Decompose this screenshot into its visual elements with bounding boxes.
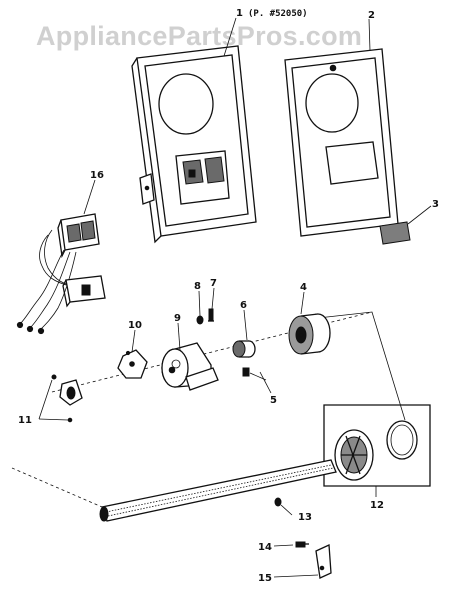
part-5-nut — [242, 367, 267, 381]
part-10-gear-plate — [117, 349, 148, 379]
part-12-drum-assembly — [323, 404, 431, 487]
callout-8: 8 — [194, 281, 201, 292]
drive-belt — [11, 459, 337, 522]
callout-5: 5 — [270, 395, 277, 406]
callout-13: 13 — [298, 512, 312, 523]
callout-12: 12 — [370, 500, 384, 511]
part-3-label — [379, 221, 411, 245]
part-2-face-panel — [284, 48, 399, 237]
callout-15: 15 — [258, 573, 272, 584]
part-6-spacer — [232, 340, 256, 358]
callout-4: 4 — [300, 282, 307, 293]
part-1-control-panel — [131, 45, 257, 244]
shaft-axis — [51, 311, 373, 393]
callout-1: 1 — [236, 8, 243, 19]
callout-2: 2 — [368, 10, 375, 21]
callout-6: 6 — [240, 300, 247, 311]
part-4-knob — [288, 313, 331, 355]
axis-bracket — [317, 311, 406, 421]
part-13-screw — [274, 497, 282, 507]
callout-11: 11 — [18, 415, 32, 426]
callout-10: 10 — [128, 320, 142, 331]
part-8-washer — [196, 315, 204, 325]
leader-lines — [38, 17, 432, 578]
callout-14: 14 — [258, 542, 272, 553]
callout-7: 7 — [210, 278, 217, 289]
reference-note: (P. #52050) — [248, 9, 308, 19]
callout-3: 3 — [432, 199, 439, 210]
part-7-screw — [208, 308, 214, 322]
part-16-switch-harness — [16, 213, 106, 335]
part-14-screw — [295, 541, 309, 548]
part-9-timer-bracket — [161, 342, 219, 391]
callout-16: 16 — [90, 170, 104, 181]
part-15-terminal — [315, 544, 332, 579]
callout-9: 9 — [174, 313, 181, 324]
part-11-cam-bracket — [51, 374, 83, 423]
watermark: AppliancePartsPros.com — [36, 21, 362, 51]
